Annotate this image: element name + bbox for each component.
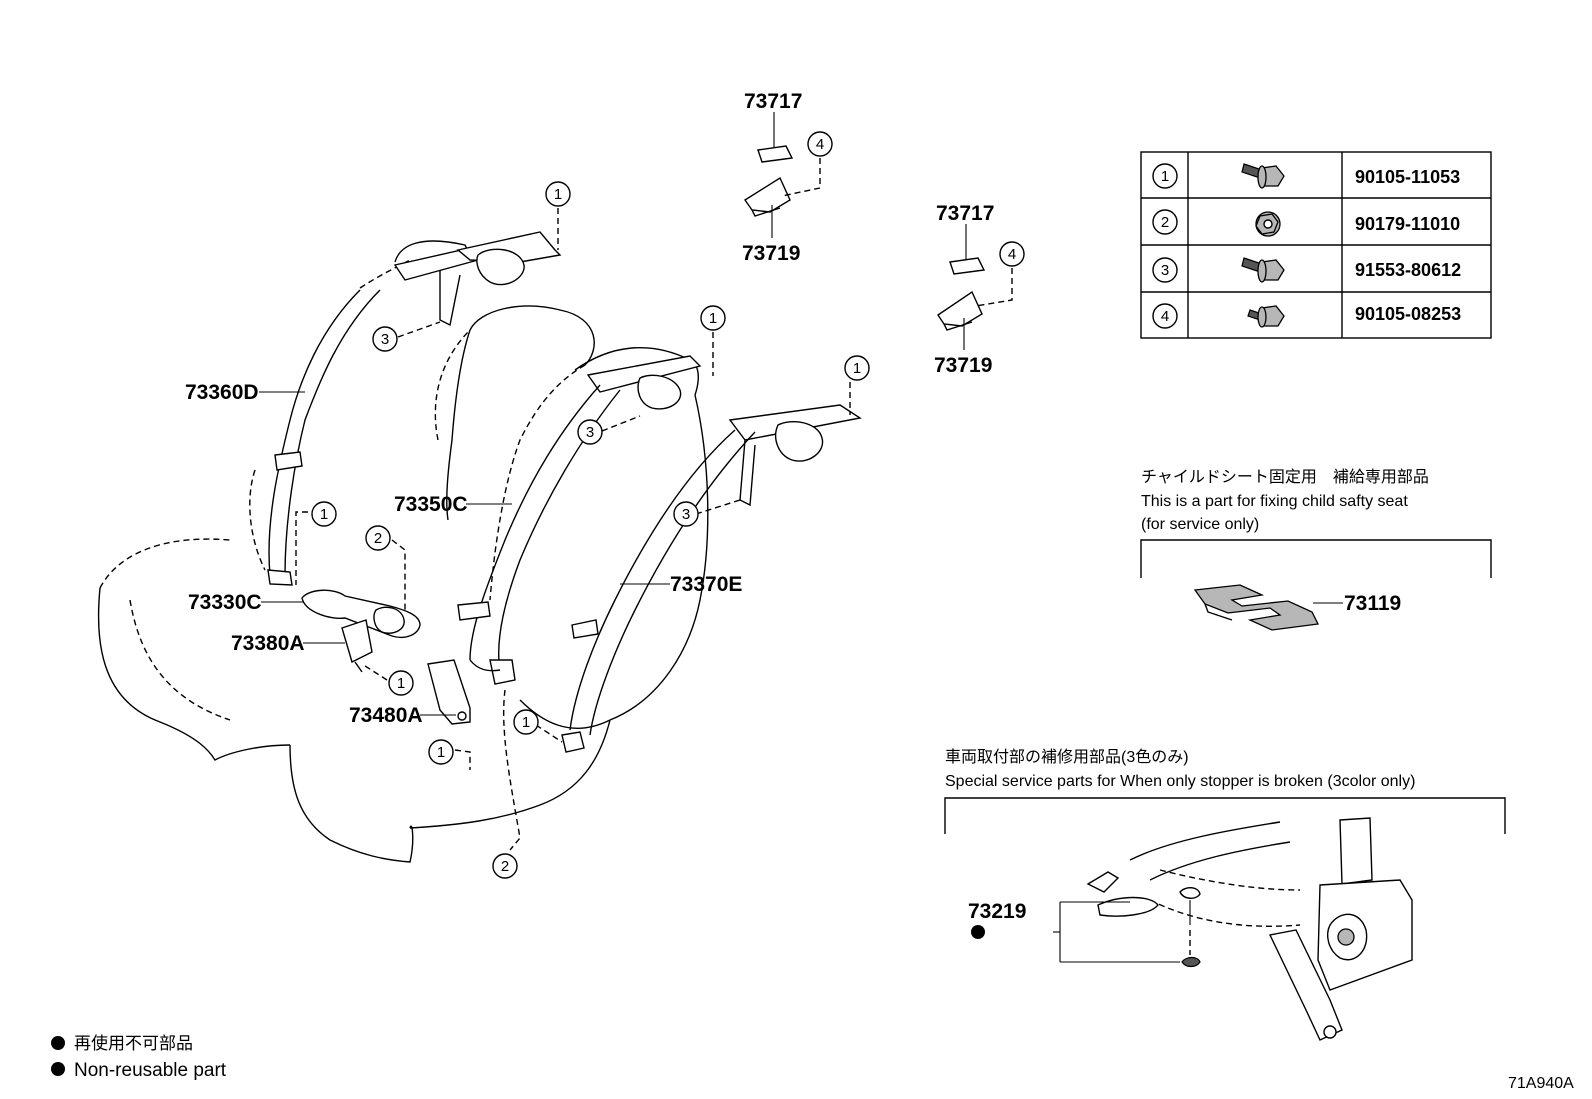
callout-3: 3 <box>577 419 603 445</box>
callout-1: 1 <box>700 305 726 331</box>
legend-jp: 再使用不可部品 <box>74 1033 193 1053</box>
leader-lines <box>259 112 1343 851</box>
svg-text:2: 2 <box>501 858 509 875</box>
stopper-repair-box: 車両取付部の補修用部品(3色のみ) Special service parts … <box>944 748 1506 1041</box>
child-seat-part-box: チャイルドシート固定用 補給専用部品 This is a part for fi… <box>1140 468 1492 631</box>
callout-markers: 1 4 4 3 1 3 1 3 1 2 1 1 1 2 <box>311 131 1025 879</box>
fastener-row-3: 3 91553-80612 <box>1152 257 1461 283</box>
callout-4: 4 <box>999 241 1025 267</box>
flange-bolt-icon <box>1241 257 1285 283</box>
callout-2: 2 <box>365 525 391 551</box>
label-73119: 73119 <box>1344 592 1401 615</box>
fastener-row-4: 4 90105-08253 <box>1152 303 1461 329</box>
child-seat-note-jp: チャイルドシート固定用 補給専用部品 <box>1141 468 1429 486</box>
callout-3: 3 <box>673 501 699 527</box>
flange-nut-icon <box>1255 211 1281 237</box>
rear-seat-outline <box>97 305 709 863</box>
svg-text:3: 3 <box>381 331 389 348</box>
svg-text:90105-08253: 90105-08253 <box>1355 304 1461 324</box>
fastener-row-1: 1 90105-11053 <box>1152 163 1460 189</box>
stopper-note-en: Special service parts for When only stop… <box>945 773 1415 790</box>
svg-text:1: 1 <box>320 506 328 523</box>
svg-text:1: 1 <box>1161 168 1169 185</box>
svg-text:2: 2 <box>374 530 382 547</box>
child-seat-note-service: (for service only) <box>1141 516 1259 533</box>
svg-text:3: 3 <box>586 424 594 441</box>
svg-text:1: 1 <box>437 744 445 761</box>
svg-text:91553-80612: 91553-80612 <box>1355 260 1461 280</box>
label-73330C: 73330C <box>188 591 262 614</box>
label-73717: 73717 <box>744 90 802 113</box>
label-73480A: 73480A <box>349 704 423 727</box>
callout-3: 3 <box>372 326 398 352</box>
svg-text:4: 4 <box>816 136 824 153</box>
belt-assembly-73370E <box>561 404 862 753</box>
label-73719: 73719 <box>934 354 992 377</box>
svg-text:3: 3 <box>1161 262 1169 279</box>
callout-1: 1 <box>311 501 337 527</box>
non-reusable-marker <box>51 1062 65 1076</box>
svg-text:90105-11053: 90105-11053 <box>1355 167 1460 187</box>
label-73360D: 73360D <box>185 381 259 404</box>
fastener-row-2: 2 90179-11010 <box>1152 209 1460 237</box>
belt-assembly-73350C <box>457 355 702 685</box>
label-73380A: 73380A <box>231 632 305 655</box>
svg-text:1: 1 <box>554 186 562 203</box>
flange-bolt-icon <box>1241 163 1285 189</box>
label-73350C: 73350C <box>394 493 468 516</box>
svg-text:4: 4 <box>1161 308 1169 325</box>
label-73219: 73219 <box>968 900 1026 923</box>
svg-text:90179-11010: 90179-11010 <box>1355 214 1460 234</box>
label-73719: 73719 <box>742 242 800 265</box>
non-reusable-marker-73219 <box>971 925 985 939</box>
callout-1: 1 <box>844 355 870 381</box>
svg-text:3: 3 <box>682 506 690 523</box>
buckle-parts <box>301 589 471 725</box>
svg-text:1: 1 <box>853 360 861 377</box>
stopper-assembly-illustration <box>1053 817 1413 1041</box>
svg-text:1: 1 <box>709 310 717 327</box>
stopper-note-jp: 車両取付部の補修用部品(3色のみ) <box>945 748 1189 766</box>
callout-1: 1 <box>428 739 454 765</box>
label-73717: 73717 <box>936 202 994 225</box>
callout-1: 1 <box>388 670 414 696</box>
fastener-table: 1 90105-11053 2 90179-11010 3 <box>1140 151 1492 339</box>
legend-en: Non-reusable part <box>74 1060 227 1081</box>
bracket-group-upper <box>744 145 794 217</box>
callout-4: 4 <box>807 131 833 157</box>
svg-text:1: 1 <box>522 714 530 731</box>
bracket-group-middle <box>937 257 986 331</box>
legend: 再使用不可部品 Non-reusable part <box>51 1033 227 1081</box>
belt-assembly-73360D <box>249 231 562 586</box>
svg-text:4: 4 <box>1008 246 1016 263</box>
non-reusable-marker <box>51 1036 65 1050</box>
part-number-labels: 73717 73719 73717 73719 73360D 73350C 73… <box>185 90 1401 923</box>
callout-1: 1 <box>545 181 571 207</box>
diagram-code: 71A940A <box>1508 1075 1574 1092</box>
child-seat-note-en: This is a part for fixing child safty se… <box>1141 493 1408 510</box>
child-seat-plate-73119 <box>1193 584 1319 631</box>
callout-2: 2 <box>492 853 518 879</box>
flange-bolt-icon <box>1247 305 1285 328</box>
svg-text:2: 2 <box>1161 214 1169 231</box>
label-73370E: 73370E <box>670 573 742 596</box>
svg-text:1: 1 <box>397 675 405 692</box>
callout-1: 1 <box>513 709 539 735</box>
